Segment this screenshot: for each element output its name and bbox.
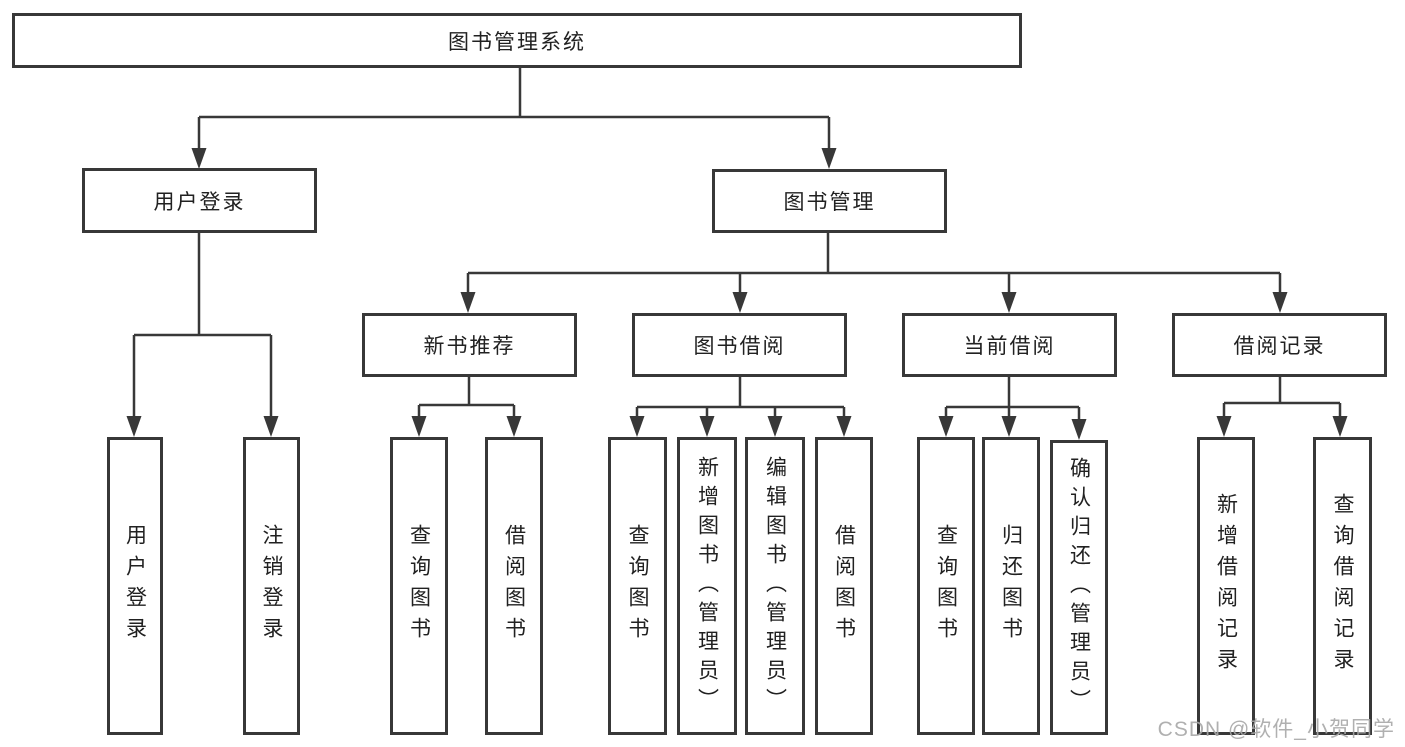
leaf-edit-book-admin: 编辑图书（管理员） [745,437,805,735]
leaf-user-login: 用户登录 [107,437,163,735]
node-book-management: 图书管理 [712,169,947,233]
node-user-login: 用户登录 [82,168,317,233]
leaf-borrow-books: 借阅图书 [815,437,873,735]
node-borrow-records: 借阅记录 [1172,313,1387,377]
csdn-watermark: CSDN @软件_小贺同学 [1157,718,1395,741]
leaf-add-book-admin: 新增图书（管理员） [677,437,737,735]
node-current-borrow: 当前借阅 [902,313,1117,377]
node-book-borrow: 图书借阅 [632,313,847,377]
leaf-query-books-current: 查询图书 [917,437,975,735]
leaf-borrow-books-recommend: 借阅图书 [485,437,543,735]
leaf-query-borrow-record: 查询借阅记录 [1313,437,1372,735]
leaf-add-borrow-record: 新增借阅记录 [1197,437,1255,735]
leaf-return-book: 归还图书 [982,437,1040,735]
leaf-logout: 注销登录 [243,437,300,735]
leaf-query-books-borrow: 查询图书 [608,437,667,735]
node-new-book-recommend: 新书推荐 [362,313,577,377]
leaf-confirm-return-admin: 确认归还（管理员） [1050,440,1108,735]
node-book-management-system: 图书管理系统 [12,13,1022,68]
leaf-query-books-recommend: 查询图书 [390,437,448,735]
